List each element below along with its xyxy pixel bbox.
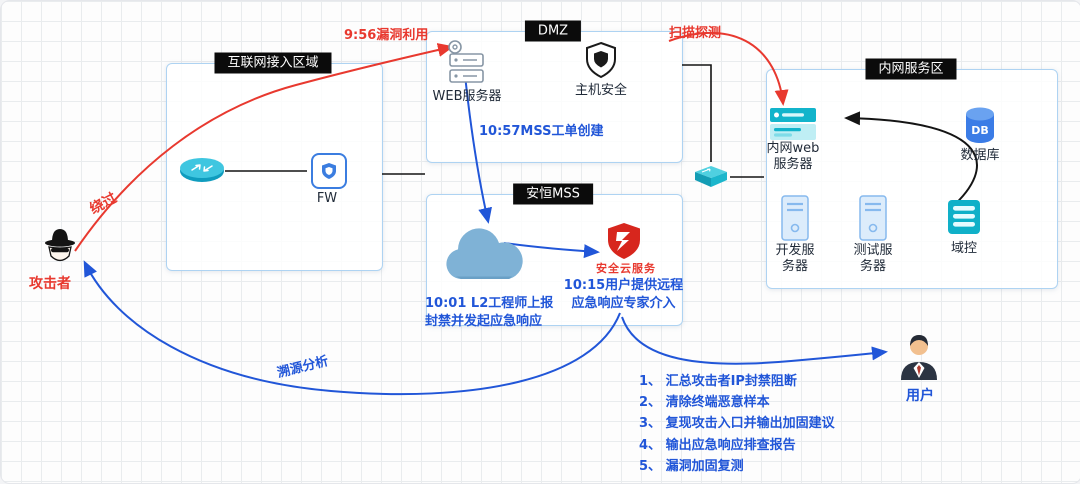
link-dmz-switch [682, 64, 712, 162]
response-step: 4、 输出应急响应排查报告 [639, 437, 796, 453]
database-badge: DB [971, 124, 989, 137]
ticket-created-note: 10:57MSS工单创建 [479, 124, 604, 139]
domain-controller-icon [947, 199, 981, 239]
zone-label-internet: 互联网接入区域 [214, 52, 332, 74]
attacker-icon [35, 225, 85, 275]
bypass-annotation: 绕过 [87, 190, 120, 218]
firewall-icon [311, 153, 347, 189]
zone-label-mss: 安恒MSS [513, 183, 593, 205]
user-icon [897, 331, 941, 385]
web-server-icon [444, 39, 488, 91]
web-server-label: WEB服务器 [432, 89, 502, 104]
database-label: 数据库 [960, 148, 1000, 163]
response-step: 2、 清除终端恶意样本 [639, 395, 770, 411]
scan-annotation: 扫描探测 [669, 26, 722, 41]
response-step: 3、 复现攻击入口并输出加固建议 [639, 416, 835, 432]
response-step: 1、 汇总攻击者IP封禁阻断 [639, 374, 797, 389]
zone-label-intranet: 内网服务区 [865, 58, 957, 80]
security-cloud-service-label: 安全云服务 [596, 262, 656, 275]
exploit-annotation: 9:56漏洞利用 [344, 28, 429, 43]
response-step: 5、 漏洞加固复测 [639, 458, 744, 474]
dev-server-icon [781, 195, 809, 245]
cloud-icon [441, 223, 527, 289]
host-security-shield-icon [585, 41, 617, 83]
zone-label-dmz: DMZ [524, 20, 582, 42]
test-server-label: 测试服 务器 [853, 243, 893, 275]
router-icon [179, 157, 225, 187]
trace-annotation: 溯源分析 [275, 353, 330, 382]
switch-icon [692, 163, 730, 193]
firewall-label: FW [316, 191, 338, 206]
dev-server-label: 开发服 务器 [775, 243, 815, 275]
intranet-web-server-icon [770, 108, 816, 144]
l2-report-note: 10:01 L2工程师上报 封禁并发起应急响应 [425, 296, 554, 330]
remote-expert-note: 10:15用户提供远程 应急响应专家介入 [563, 278, 684, 312]
response-steps-list: 1、 汇总攻击者IP封禁阻断 2、 清除终端恶意样本 3、 复现攻击入口并输出加… [639, 373, 835, 479]
attacker-label: 攻击者 [29, 276, 71, 292]
host-security-label: 主机安全 [574, 83, 627, 98]
test-server-icon [859, 195, 887, 245]
user-label: 用户 [906, 388, 934, 404]
domain-controller-label: 域控 [950, 241, 977, 256]
intranet-web-server-label: 内网web 服务器 [766, 141, 820, 173]
security-cloud-service-logo [606, 222, 642, 264]
database-icon: DB [963, 105, 997, 149]
